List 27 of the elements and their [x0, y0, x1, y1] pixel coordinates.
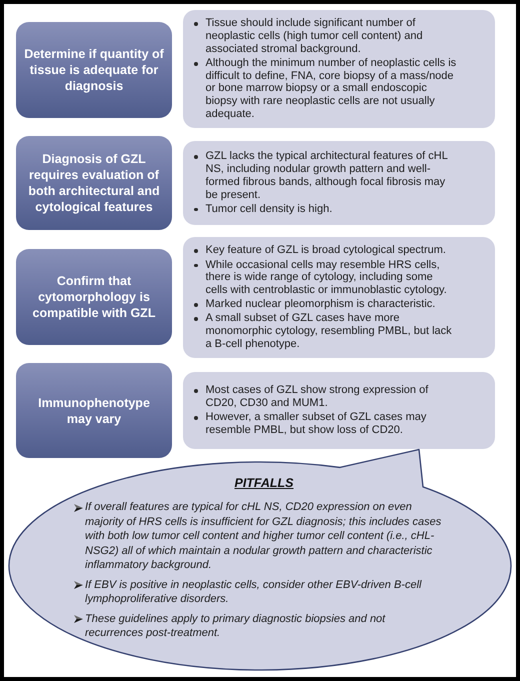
step-label: Diagnosis of GZL requires evaluation of both architectural and cytological features: [27, 151, 161, 215]
bullet-text: Tissue should include significant number of neoplastic cells (high tumor cell content) and associated stromal background.: [206, 17, 424, 56]
step-box: [16, 22, 172, 118]
bullet-text: If EBV is positive in neoplastic cells, consider other EBV-driven B-cell lymphoproliferative disorders.: [85, 578, 423, 606]
bullet-text: GZL lacks the typical architectural features of cHL NS, including nodular growth pattern and well-formed fibrous bands, although focal fibrosis may be present.: [206, 150, 448, 202]
step-box: [16, 249, 172, 345]
bullet-text: If overall features are typical for cHL NS, CD20 expression on even majority of HRS cells is insufficient for GZL diagnosis; this includes cases with both low tumor cell content and higher tumor cell content (i.e., cHL-NSG2) all of which maintain a nodular growth pattern and characteristic inflammatory background.: [85, 500, 442, 572]
step-label: Determine if quantity of tissue is adequate for diagnosis: [24, 46, 164, 94]
bullet-text: However, a smaller subset of GZL cases may resemble PMBL, but show loss of CD20.: [206, 411, 428, 437]
callout-bubble: [8, 448, 514, 673]
bullet-text: Although the minimum number of neoplastic cells is difficult to define, FNA, core biopsy of a mass/node or bone marrow biopsy or a small endoscopic biopsy with rare neoplastic cells are not usually adequate.: [206, 57, 458, 121]
info-panel: [183, 141, 495, 225]
bullet-text: A small subset of GZL cases have more monomorphic cytology, resembling PMBL, but lack a B-cell phenotype.: [206, 312, 453, 351]
bullet-text: Most cases of GZL show strong expression of CD20, CD30 and MUM1.: [206, 384, 430, 410]
info-panel: [183, 372, 495, 449]
step-box: [16, 136, 172, 230]
bullet-text: Key feature of GZL is broad cytological spectrum.: [206, 244, 447, 258]
bullet-text: Marked nuclear pleomorphism is characteristic.: [206, 298, 436, 311]
bullet-text: While occasional cells may resemble HRS cells, there is wide range of cytology, including some cells with centroblastic or immunoblastic cytology.: [206, 258, 448, 297]
bullet-text: Tumor cell density is high.: [206, 202, 334, 216]
info-panel: [183, 10, 495, 128]
step-label: Immunophenotype may vary: [37, 394, 151, 426]
step-label: Confirm that cytomorphology is compatible with GZL: [32, 273, 156, 321]
info-panel: [183, 237, 495, 358]
heading: PITFALLS: [234, 476, 294, 491]
bullet-text: These guidelines apply to primary diagnostic biopsies and not recurrences post-treatment.: [85, 612, 386, 640]
step-box: [16, 363, 172, 458]
